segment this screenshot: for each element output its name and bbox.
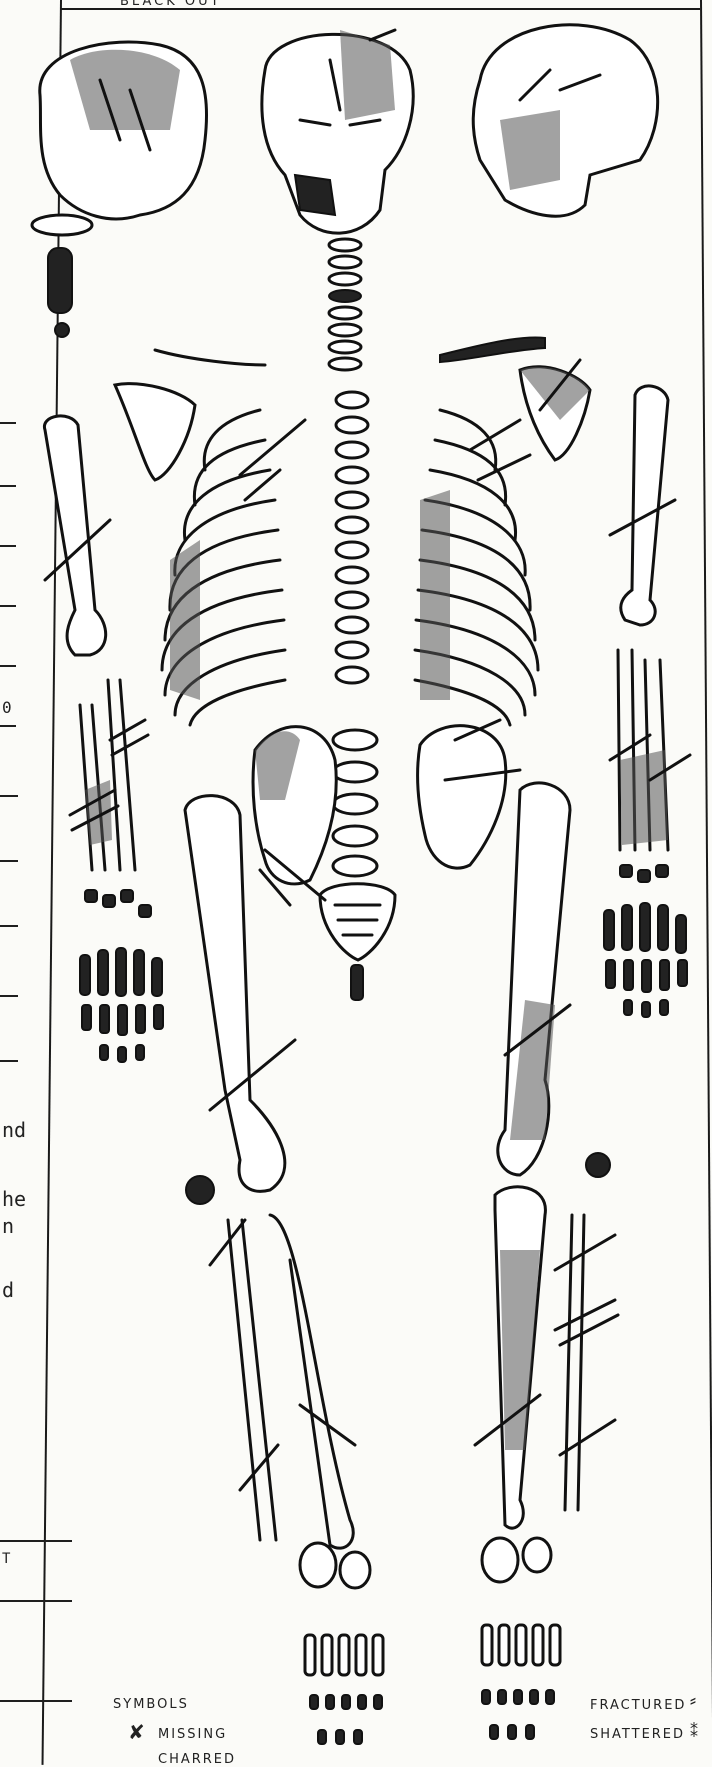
skull-anterior	[262, 30, 413, 233]
legend-shattered-icon: ⁑	[690, 1722, 700, 1741]
ilium-left	[418, 726, 506, 868]
clavicle-right	[155, 350, 265, 365]
hand-left	[604, 865, 687, 1017]
foot-left	[482, 1538, 560, 1739]
humerus-left	[621, 386, 668, 625]
ribs-right	[162, 410, 285, 725]
thoracic-spine	[336, 392, 368, 683]
patella-right	[186, 1176, 214, 1204]
scapula-right	[115, 384, 195, 480]
legend-missing-icon: ✘	[128, 1720, 147, 1744]
legend-missing-label: MISSING	[158, 1727, 227, 1742]
lower-leg-right	[228, 1215, 353, 1548]
hand-right	[80, 890, 163, 1062]
legend-symbols-title: SYMBOLS	[113, 1697, 189, 1712]
humerus-right	[44, 416, 105, 655]
fracture-marks	[45, 30, 690, 1490]
clavicle-left	[440, 337, 545, 362]
patella-left	[586, 1153, 610, 1177]
legend-shattered-label: SHATTERED	[590, 1727, 685, 1742]
foot-right	[300, 1543, 383, 1744]
forearm-right	[80, 680, 135, 870]
legend-fractured-label: FRACTURED	[590, 1698, 686, 1713]
ribs-left	[415, 410, 538, 725]
cervical-spine	[329, 239, 361, 370]
lumbar-spine	[333, 730, 377, 876]
skull-lateral	[473, 25, 657, 216]
skull-posterior	[40, 42, 207, 219]
lower-leg-left	[495, 1187, 584, 1528]
sacrum-coccyx	[320, 884, 395, 1000]
atlas-axis-vertebrae	[32, 215, 92, 337]
legend-fractured-icon: ⸗	[690, 1690, 698, 1711]
